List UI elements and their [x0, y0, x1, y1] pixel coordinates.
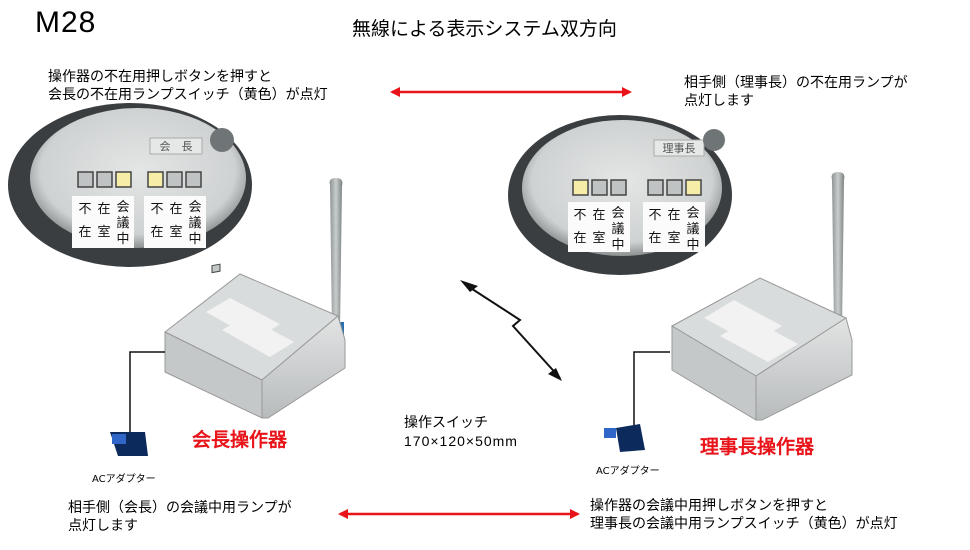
right-controller-device	[633, 172, 853, 432]
svg-text:不: 不	[648, 208, 661, 223]
left-zoom-oval: 会 長 不在 在室 会議中 不在 在室 会議中	[8, 103, 252, 267]
caption-line: 操作器の不在用押しボタンを押すと	[48, 69, 272, 85]
caption-bottom-left: 相手側（会長）の会議中用ランプが 点灯します	[68, 499, 292, 535]
left-ac-adapter-icon	[110, 432, 148, 456]
svg-text:在: 在	[573, 231, 586, 246]
switch-spec: 操作スイッチ 170×120×50mm	[404, 414, 518, 450]
caption-line: 相手側（理事長）の不在用ランプが	[684, 75, 908, 91]
caption-line: 相手側（会長）の会議中用ランプが	[68, 500, 292, 516]
caption-bottom-right: 操作器の会議中用押しボタンを押すと 理事長の会議中用ランプスイッチ（黄色）が点灯	[590, 497, 898, 533]
svg-text:議: 議	[188, 216, 201, 231]
right-ac-adapter-icon	[604, 424, 645, 452]
svg-text:在: 在	[648, 231, 661, 246]
svg-text:室: 室	[169, 224, 182, 240]
svg-text:在: 在	[150, 225, 163, 240]
svg-text:中: 中	[611, 238, 624, 253]
svg-text:室: 室	[97, 224, 110, 240]
svg-text:在: 在	[169, 202, 182, 217]
left-adapter-label: ACアダプター	[92, 474, 156, 485]
caption-line: 理事長の会議中用ランプスイッチ（黄色）が点灯	[590, 516, 898, 532]
left-controller-device	[129, 178, 346, 432]
svg-text:在: 在	[97, 202, 110, 217]
spec-label: 操作スイッチ	[404, 415, 488, 431]
caption-line: 点灯します	[68, 518, 138, 534]
svg-text:在: 在	[592, 208, 605, 223]
right-nameplate: 理事長	[663, 142, 696, 155]
right-lamp-buttons	[572, 179, 702, 196]
svg-text:不: 不	[573, 208, 586, 223]
svg-text:会: 会	[116, 200, 129, 215]
right-zoom-oval: 理事長 不在 在室 会議中 不在 在室 会議中	[508, 115, 732, 275]
left-lamp-buttons	[77, 171, 202, 188]
caption-top-right: 相手側（理事長）の不在用ランプが 点灯します	[684, 74, 908, 110]
right-adapter-label: ACアダプター	[596, 466, 660, 477]
svg-text:在: 在	[78, 225, 91, 240]
right-device-name: 理事長操作器	[700, 436, 815, 458]
svg-text:室: 室	[667, 230, 680, 246]
model-number: M28	[35, 6, 97, 39]
caption-line: 会長の不在用ランプスイッチ（黄色）が点灯	[48, 87, 328, 103]
svg-text:議: 議	[116, 216, 129, 231]
svg-text:会: 会	[188, 200, 201, 215]
svg-text:不: 不	[150, 202, 163, 217]
wireless-signal-icon	[460, 280, 562, 381]
svg-text:中: 中	[116, 232, 129, 247]
caption-top-left: 操作器の不在用押しボタンを押すと 会長の不在用ランプスイッチ（黄色）が点灯	[48, 68, 328, 104]
svg-text:中: 中	[188, 232, 201, 247]
right-zoom-labels: 不在 在室 会議中 不在 在室 会議中	[573, 206, 699, 253]
caption-line: 点灯します	[684, 93, 754, 109]
svg-text:会: 会	[611, 206, 624, 221]
svg-text:不: 不	[78, 202, 91, 217]
left-nameplate: 会 長	[160, 140, 193, 153]
page-title: 無線による表示システム双方向	[352, 18, 617, 40]
svg-text:議: 議	[686, 222, 699, 237]
svg-text:在: 在	[667, 208, 680, 223]
caption-line: 操作器の会議中用押しボタンを押すと	[590, 498, 828, 514]
svg-text:室: 室	[592, 230, 605, 246]
svg-text:会: 会	[686, 206, 699, 221]
svg-text:中: 中	[686, 238, 699, 253]
svg-text:議: 議	[611, 222, 624, 237]
left-device-name: 会長操作器	[192, 429, 288, 451]
spec-dimensions: 170×120×50mm	[404, 433, 518, 449]
left-zoom-labels: 不在 在室 会議中 不在 在室 会議中	[78, 200, 201, 247]
